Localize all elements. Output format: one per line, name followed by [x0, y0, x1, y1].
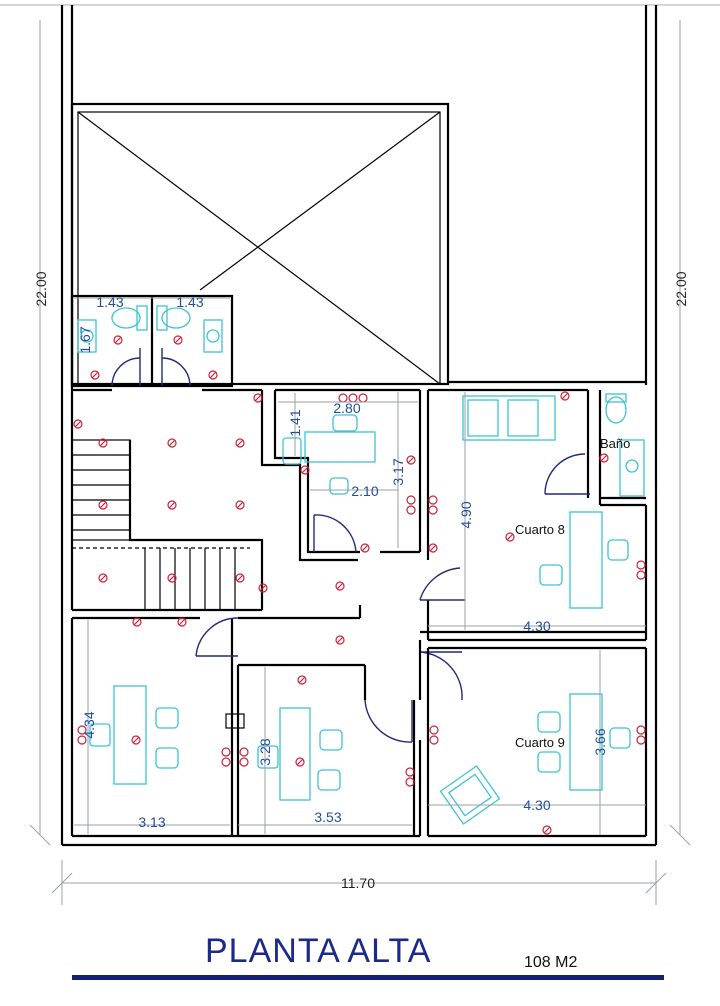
middle-bedroom: [257, 699, 413, 801]
plan-title: PLANTA ALTA: [205, 932, 432, 970]
open-void: [70, 102, 646, 386]
main-walls: [70, 388, 422, 838]
room-label-bano: Baño: [600, 436, 630, 451]
dim-left-room-h: 4.34: [81, 711, 97, 738]
dim-study-w: 2.80: [333, 400, 360, 416]
overall-width: 11.70: [341, 875, 375, 891]
dim-cuarto9-h: 3.66: [592, 728, 608, 755]
title-underline: [72, 975, 664, 980]
overall-depth-left: 22.00: [33, 271, 49, 306]
study-room: [260, 388, 430, 562]
dim-cuarto8-w: 4.30: [523, 618, 550, 634]
dim-study-inner-w: 2.10: [351, 483, 378, 499]
dim-study-depth: 3.17: [390, 458, 406, 485]
electrical-symbols: [73, 335, 646, 835]
dim-cuarto8-h: 4.90: [458, 501, 474, 528]
plan-area: 108 M2: [524, 954, 578, 971]
cuarto-8: [419, 388, 648, 642]
dim-left-room-w: 3.13: [138, 814, 165, 830]
cuarto-9: [418, 640, 648, 838]
dim-study-h: 1.41: [287, 409, 303, 436]
staircase: [71, 439, 264, 610]
dim-cuarto9-w: 4.30: [523, 797, 550, 813]
left-bedroom: [89, 617, 245, 785]
bano-room: [605, 393, 645, 497]
dim-bath-left-w: 1.43: [96, 294, 123, 310]
dimension-lines: [29, 20, 691, 905]
dim-bath-h: 1.67: [77, 326, 93, 353]
overall-depth-right: 22.00: [673, 271, 689, 306]
twin-bathrooms: [70, 294, 234, 388]
dim-bath-right-w: 1.43: [176, 294, 203, 310]
room-label-cuarto9: Cuarto 9: [515, 735, 565, 750]
room-label-cuarto8: Cuarto 8: [515, 522, 565, 537]
dim-mid-room-h: 3.28: [257, 738, 273, 765]
dim-mid-room-w: 3.53: [314, 809, 341, 825]
